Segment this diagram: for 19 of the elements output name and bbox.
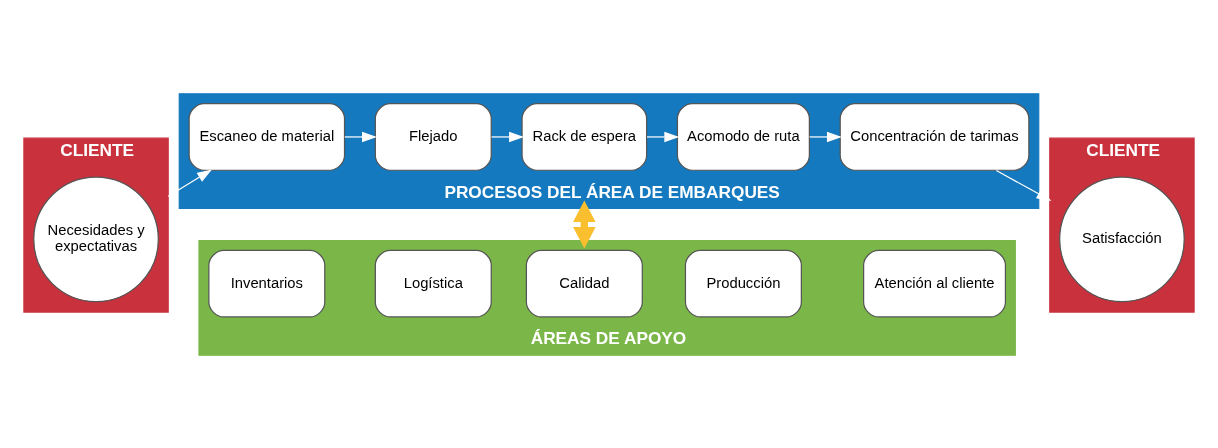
node-box: Concentración de tarimas [839,102,1030,171]
node-box: Logística [374,249,492,318]
node-circle: Satisfacción [1059,175,1185,302]
arrow [646,131,680,142]
node-box: Acomodo de ruta [676,102,810,171]
node-box: Inventarios [208,249,326,318]
arrow [490,131,524,142]
node-box: Calidad [525,249,643,318]
arrow [573,200,596,248]
node-box: Escaneo de material [188,102,346,171]
arrow [808,131,842,142]
arrow [167,169,212,197]
arrow [995,169,1052,201]
node-box: Atención al cliente [863,249,1007,318]
node-box: Rack de espera [521,102,648,171]
node-box: Flejado [374,102,492,171]
arrow [344,131,377,142]
node-box: Producción [684,249,802,318]
node-circle: Necesidades y expectativas [33,175,159,302]
